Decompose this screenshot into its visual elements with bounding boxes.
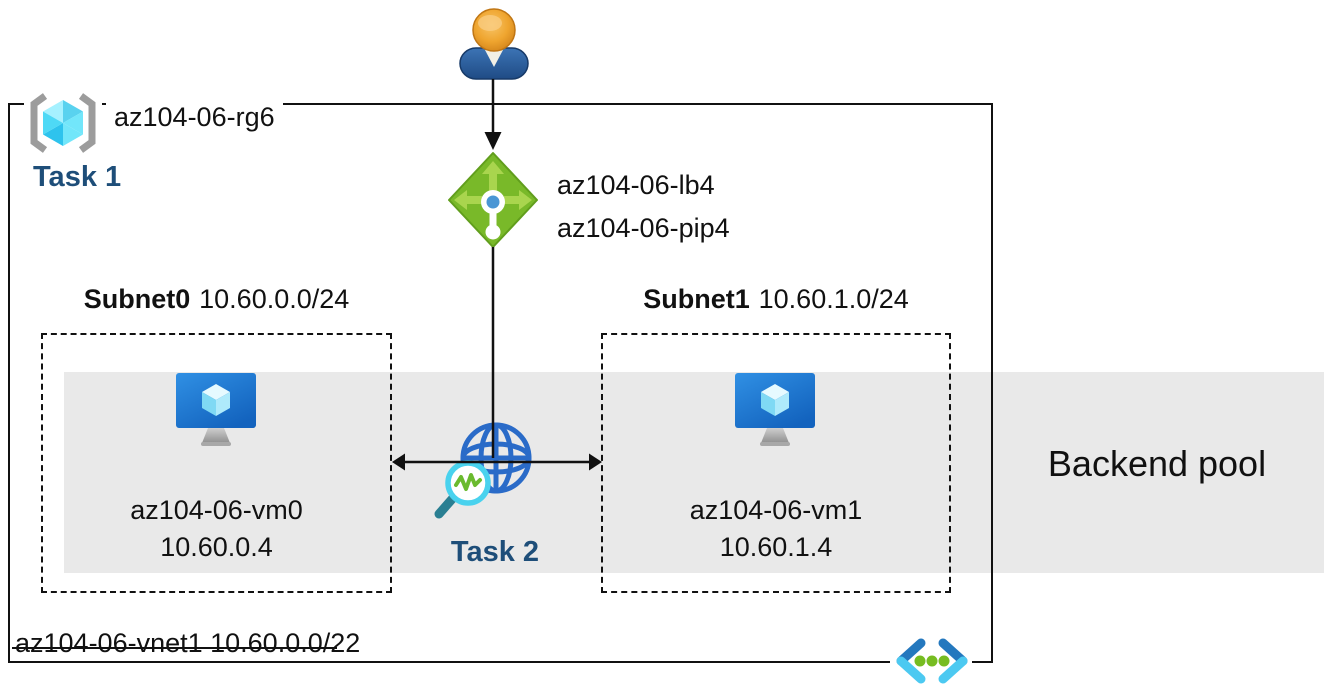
load-balancer-labels: az104-06-lb4 az104-06-pip4 — [557, 164, 730, 250]
vm0-name: az104-06-vm0 — [130, 495, 303, 525]
load-balancer-name: az104-06-lb4 — [557, 170, 715, 200]
public-ip-name: az104-06-pip4 — [557, 213, 730, 243]
vm0-ip: 10.60.0.4 — [160, 532, 273, 562]
vm1-name: az104-06-vm1 — [689, 495, 863, 525]
vm1-label: az104-06-vm1 10.60.1.4 — [601, 492, 951, 566]
subnet1-label: Subnet1 10.60.1.0/24 — [591, 283, 961, 316]
subnet1-name: Subnet1 — [643, 284, 750, 314]
virtual-network-icon — [890, 638, 972, 684]
resource-group-icon — [24, 91, 102, 155]
backend-pool-band — [64, 372, 1324, 573]
vm0-label: az104-06-vm0 10.60.0.4 — [41, 492, 392, 566]
task2-label: Task 2 — [450, 536, 540, 568]
vm1-ip: 10.60.1.4 — [719, 532, 833, 562]
magnifier-handle — [434, 493, 458, 519]
vnet-label: az104-06-vnet1 10.60.0.0/22 — [15, 628, 361, 658]
load-balancer-icon — [448, 152, 538, 248]
task1-label: Task 1 — [33, 161, 122, 193]
vm-icon — [735, 373, 815, 446]
subnet0-box — [41, 333, 392, 593]
globe-monitor-icon — [434, 422, 532, 519]
subnet1-cidr: 10.60.1.0/24 — [758, 284, 909, 314]
subnet0-name: Subnet0 — [83, 284, 191, 314]
backend-pool-label: Backend pool — [1047, 443, 1267, 484]
resource-group-box — [8, 103, 993, 663]
subnet0-cidr: 10.60.0.0/24 — [199, 284, 350, 314]
pulse-line — [454, 473, 482, 491]
vm-icon — [176, 373, 256, 446]
user-icon — [459, 8, 529, 80]
subnet0-label: Subnet0 10.60.0.0/24 — [31, 283, 402, 316]
subnet1-box — [601, 333, 951, 593]
resource-group-label: az104-06-rg6 — [106, 101, 283, 134]
